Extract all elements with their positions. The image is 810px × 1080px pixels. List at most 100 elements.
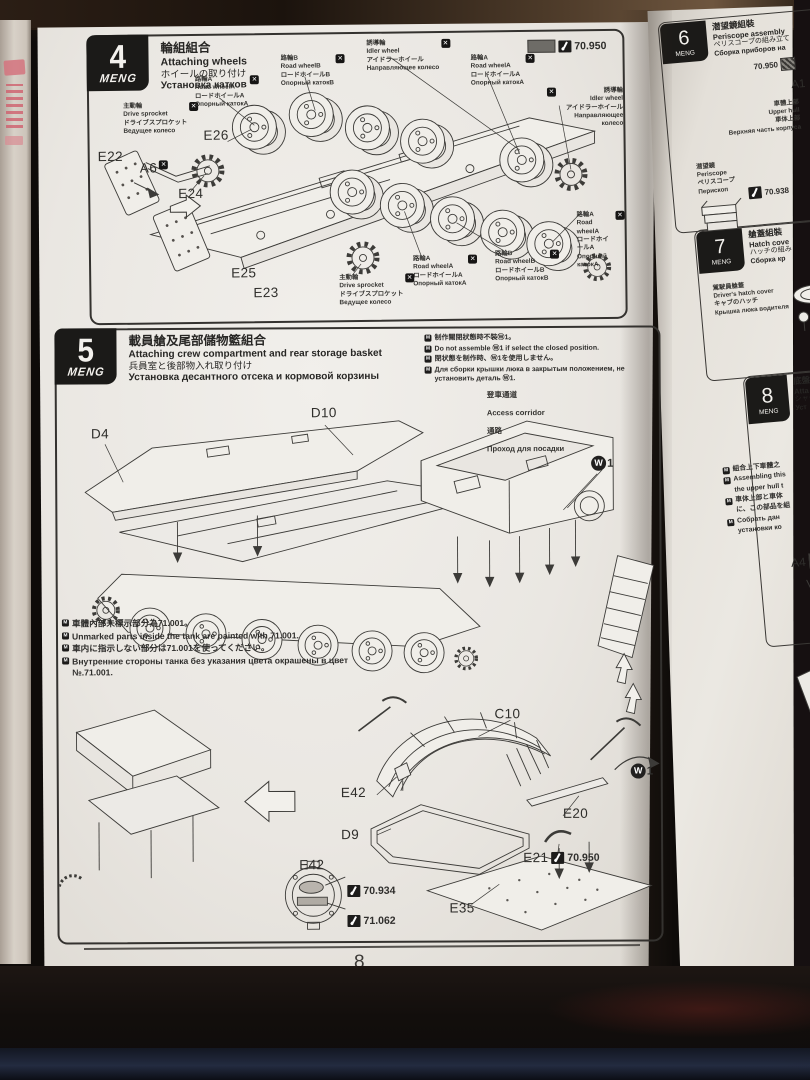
e20-rail bbox=[526, 777, 609, 807]
red-stamp-mark bbox=[6, 84, 23, 128]
part-label-e21-row: E21 70.950 bbox=[523, 850, 599, 865]
wheel-label-text: 主動輪 Drive sprocket ドライブスプロケット Ведущее ко… bbox=[123, 102, 188, 135]
wheel-label-idler: 誘導輪 Idler wheel アイドラーホイール Направляющее к… bbox=[366, 38, 451, 73]
paint-number: 70.934 bbox=[363, 884, 396, 897]
background-right-edge bbox=[794, 0, 810, 1080]
note-marker-icon: M bbox=[725, 497, 733, 506]
paint-chip-icon bbox=[780, 56, 797, 71]
note-marker-icon: M bbox=[722, 467, 731, 475]
w-number: 1 bbox=[646, 764, 654, 777]
note-marker-icon: M bbox=[62, 657, 70, 665]
note-text: Для сборки крышки люка в закрытым положе… bbox=[434, 365, 625, 383]
drivers-hatch-label: 駕駛員艙蓋 Driver's hatch cover キャブのハッチ Крышк… bbox=[712, 282, 790, 317]
wheel-label-text: 誘導輪 Idler wheel アイドラーホイール Направляющее к… bbox=[565, 86, 624, 128]
rear-ramp bbox=[597, 555, 655, 659]
hull-with-wheels bbox=[91, 573, 481, 674]
part-label-e42: E42 bbox=[340, 784, 367, 801]
wheel-label-text: 路輪A Road wheelA ロードホイールA Опорный катокA bbox=[412, 255, 467, 288]
wheel-label-idler: ✕ 誘導輪 Idler wheel アイドラーホイール Направляющее… bbox=[546, 86, 624, 130]
no-glue-icon: ✕ bbox=[440, 38, 451, 48]
wheel-label-road-wheel-b: 路輪B Road wheelB ロードホイールB Опорный катокB … bbox=[281, 54, 346, 88]
step5-diagram bbox=[57, 420, 660, 931]
paint-number: 70.950 bbox=[574, 39, 607, 52]
meng-logo: MENG bbox=[758, 407, 779, 416]
part-label-e24: E24 bbox=[178, 185, 204, 202]
part-label-a1: A1 bbox=[790, 77, 806, 92]
no-glue-icon: ✕ bbox=[615, 210, 625, 220]
hatch-drawing bbox=[793, 284, 810, 332]
note-marker-icon: M bbox=[723, 477, 731, 485]
assembly-arrows bbox=[172, 515, 633, 685]
paint-brush-icon bbox=[748, 186, 763, 200]
no-glue-icon: ✕ bbox=[249, 75, 260, 85]
access-corridor-label: 登車通道 Access corridor 通路 Проход для посад… bbox=[487, 384, 565, 456]
red-stamp-mark bbox=[5, 136, 23, 145]
periscope-label: 潜望鏡 Periscope ペリスコープ Перископ bbox=[695, 162, 736, 196]
note-marker-icon: M bbox=[61, 619, 69, 627]
wheel-label-drive-sprocket: 主動輪 Drive sprocket ドライブスプロケット Ведущее ко… bbox=[339, 273, 415, 307]
paint-number: 70.938 bbox=[764, 185, 790, 197]
meng-logo: MENG bbox=[675, 49, 696, 59]
upper-hull-label: 車體上部 Upper hull 車体上部 Верхняя часть корпу… bbox=[728, 98, 802, 137]
wheel-label-text: 路輪A Road wheelA ロードホイールA Опорный катокA bbox=[194, 75, 249, 108]
part-label-a4-row: A4 bbox=[790, 551, 810, 570]
part-label-e23: E23 bbox=[253, 284, 279, 301]
step7-title: 艙蓋組裝 Hatch cove ハッチの組み Сборка кр bbox=[748, 222, 810, 267]
e21-wire bbox=[544, 830, 572, 843]
note-text: установки ко bbox=[737, 523, 783, 535]
note-text: Внутренние стороны танка без указания цв… bbox=[72, 655, 349, 678]
wheel-label-text: 路輪B Road wheelB ロードホイールB Опорный катокB bbox=[494, 250, 549, 283]
part-label-d9: D9 bbox=[341, 827, 360, 843]
part-label-e20: E20 bbox=[562, 805, 589, 821]
paint-number: 71.062 bbox=[363, 914, 396, 927]
paint-brush-icon bbox=[347, 884, 361, 898]
big-left-arrow bbox=[244, 780, 296, 823]
e42-hub bbox=[284, 860, 346, 930]
e42-bracket bbox=[394, 762, 412, 791]
leader-lines-upper bbox=[104, 424, 598, 511]
step8-drawing bbox=[796, 579, 810, 740]
no-glue-icon: ✕ bbox=[546, 87, 557, 97]
periscope-drawing bbox=[701, 197, 742, 232]
note-marker-icon: M bbox=[61, 632, 70, 640]
note-marker-icon: M bbox=[424, 345, 432, 353]
w1-badge: W 1 bbox=[630, 763, 654, 779]
no-glue-icon: ✕ bbox=[550, 249, 560, 259]
w-circle-icon: W bbox=[630, 763, 646, 779]
paint-number: 70.950 bbox=[567, 851, 600, 864]
note-text: 車内に指示しない部分は71.001を使ってください。 bbox=[72, 642, 270, 654]
step4-box: 4 MENG 輪組組合 Attaching wheels ホイールの取り付け У… bbox=[86, 28, 628, 326]
note-marker-icon: M bbox=[726, 518, 735, 527]
step4-diagram bbox=[104, 57, 625, 324]
background-object-left bbox=[0, 20, 31, 964]
note-text: 車體內部未標示部分為71.001。 bbox=[71, 617, 193, 629]
no-glue-icon: ✕ bbox=[335, 54, 345, 64]
a6-bracket bbox=[145, 162, 210, 183]
arrows bbox=[133, 182, 202, 219]
wheel-label-text: 主動輪 Drive sprocket ドライブスプロケット Ведущее ко… bbox=[339, 273, 404, 307]
part-label-a6: A6 bbox=[139, 160, 158, 176]
meng-logo: MENG bbox=[711, 258, 732, 267]
red-stamp-mark bbox=[3, 59, 26, 76]
note-text: 閉状態を制作時、Ⓦ1を使用しません。 bbox=[434, 355, 558, 363]
wheel-label-road-wheel-a: 路輪A Road wheelA ロードホイールA Опорный катокA … bbox=[412, 254, 478, 289]
part-label-a6-row: A6 ✕ bbox=[139, 160, 169, 176]
wheel-label-drive-sprocket: 主動輪 Drive sprocket ドライブスプロケット Ведущее ко… bbox=[123, 101, 199, 136]
crew-compartment bbox=[420, 420, 614, 534]
part-label-e22: E22 bbox=[97, 148, 124, 165]
no-glue-icon: ✕ bbox=[525, 53, 535, 63]
wheel-label-road-wheel-a: 路輪A Road wheelA ロードホイールA Опорный катокA … bbox=[195, 75, 260, 109]
part-label-e21: E21 bbox=[523, 850, 549, 866]
d9-frame bbox=[370, 804, 530, 875]
